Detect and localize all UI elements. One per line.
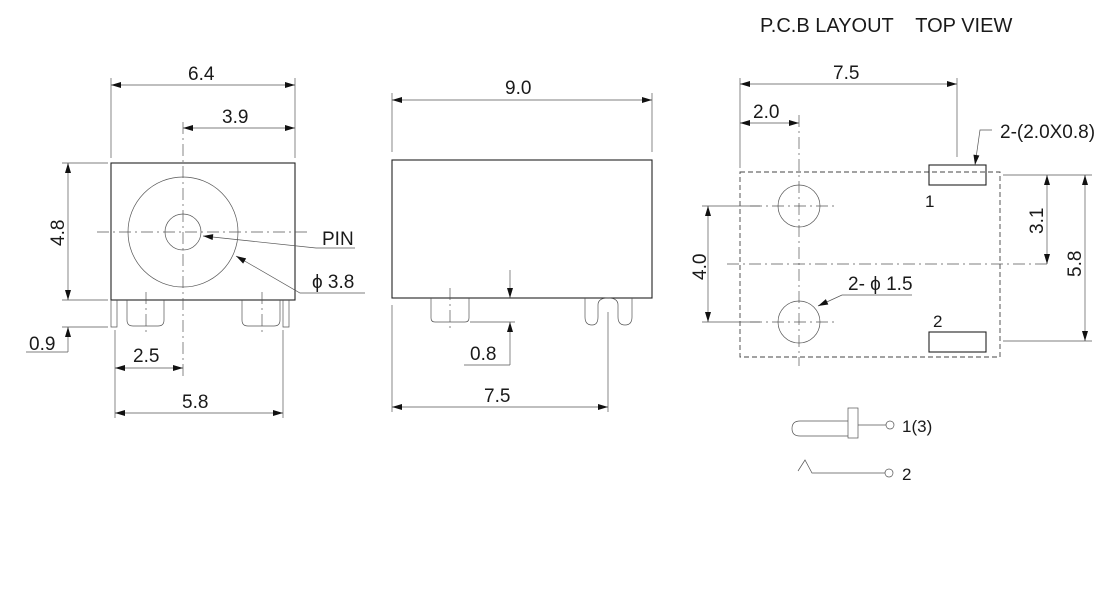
dim-hole-spacing: 4.0 [690, 254, 711, 280]
dim-hole-diameter: 2- ϕ 1.5 [848, 274, 913, 295]
right-pin [241, 300, 281, 327]
side-body [391, 159, 653, 299]
pad-2-label: 2 [933, 312, 942, 331]
dim-leg-span: 5.8 [182, 392, 208, 413]
drawing-title: P.C.B LAYOUT TOP VIEW [760, 15, 1012, 37]
pad-1 [928, 164, 987, 186]
left-pin [126, 300, 165, 327]
pad-size-label: 2-(2.0X0.8) [1000, 122, 1095, 143]
dim-pcb-width: 7.5 [833, 63, 859, 84]
pad-1-label: 1 [925, 192, 934, 211]
dim-pin-spacing: 2.5 [133, 346, 159, 367]
spring-legend: 2 [797, 459, 911, 484]
pin-label: PIN [322, 229, 354, 250]
pin-symbol-icon [791, 420, 848, 437]
dim-pin-offset: 3.9 [222, 107, 248, 128]
dim-pin-height: 0.8 [470, 344, 496, 365]
side-fork-pin [584, 297, 633, 326]
dim-length: 9.0 [505, 78, 531, 99]
pad-2 [928, 331, 987, 353]
dim-pad-offset: 3.1 [1027, 208, 1048, 234]
pin-symbol-label: 1(3) [902, 417, 932, 436]
dim-diameter: ϕ 3.8 [312, 272, 354, 293]
spring-symbol-icon [797, 459, 885, 474]
pcb-layout: 1 2 7.5 2.0 2-(2.0X0.8) 4.0 2- ϕ 1.5 3.1… [690, 63, 1095, 366]
dim-hole-offset: 2.0 [753, 102, 779, 123]
dim-pad-span: 5.8 [1065, 251, 1086, 277]
spring-symbol-label: 2 [902, 465, 911, 484]
dim-width: 6.4 [188, 64, 215, 85]
dim-pin-distance: 7.5 [484, 386, 510, 407]
front-body [110, 162, 296, 301]
pcb-outline [739, 171, 1001, 358]
pin-legend: 1(3) [791, 407, 932, 439]
dim-leg-height: 0.9 [29, 334, 55, 355]
side-view: 9.0 0.8 7.5 [391, 78, 653, 412]
dim-height: 4.8 [48, 220, 69, 246]
front-view: 6.4 3.9 4.8 0.9 PIN ϕ 3.8 2.5 5.8 [26, 64, 365, 418]
